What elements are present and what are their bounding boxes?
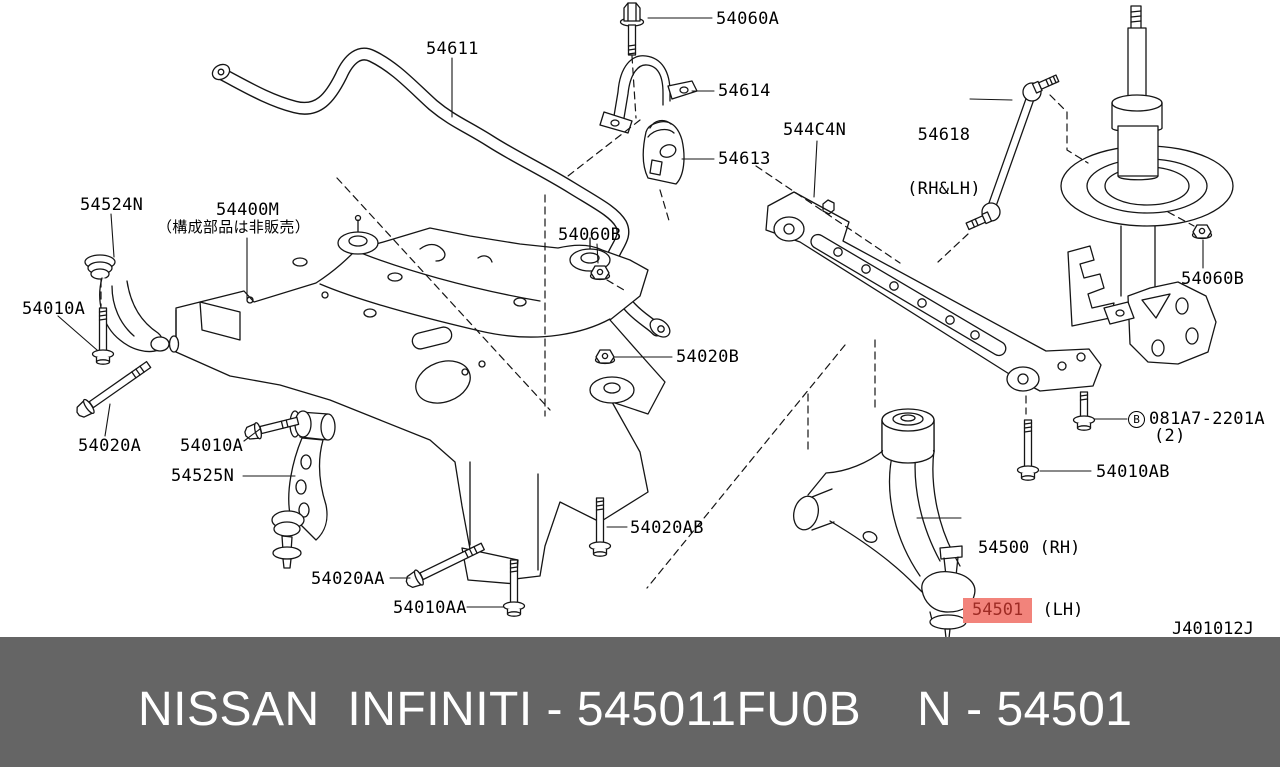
footer-brand-part: NISSAN INFINITI - 545011FU0B (138, 682, 862, 736)
part-label-54010AB[interactable]: 54010AB (1096, 462, 1170, 482)
nut-54020B-drawing (594, 349, 616, 365)
part-label-54020AA[interactable]: 54020AA (311, 569, 385, 589)
footer-bar: NISSAN INFINITI - 545011FU0B N - 54501 (0, 637, 1280, 767)
bolt-54060A-drawing (619, 2, 645, 56)
part-number-54500: 54500 (978, 538, 1030, 558)
part-label-54618-note: (RH&LH) (907, 179, 981, 199)
part-label-54010AA[interactable]: 54010AA (393, 598, 467, 618)
link-54525N-drawing (271, 410, 336, 569)
part-label-54010A-right[interactable]: 54010A (180, 436, 244, 456)
side-lh: (LH) (1042, 600, 1084, 620)
bolt-54020A-drawing (76, 360, 152, 418)
footer-text: NISSAN INFINITI - 545011FU0B N - 54501 (0, 668, 1132, 737)
part-label-54020A[interactable]: 54020A (78, 436, 142, 456)
part-label-54060A[interactable]: 54060A (716, 9, 780, 29)
part-label-54524N[interactable]: 54524N (80, 195, 144, 215)
bolt-54010A-left-drawing (91, 307, 115, 365)
part-label-54500-rh[interactable]: 54500 (RH) (963, 539, 1123, 565)
stabilizer-link-drawing (965, 74, 1060, 231)
leader-lines (57, 17, 1204, 608)
bolt-54020AA-drawing (405, 542, 485, 588)
nut-54060B-center-drawing (589, 265, 611, 281)
subframe-drawing (175, 214, 666, 585)
bolt-54020AB-drawing (588, 497, 612, 557)
part-label-54611[interactable]: 54611 (426, 39, 479, 59)
part-label-54020AB[interactable]: 54020AB (630, 518, 704, 538)
bolt-54010AB-drawing (1016, 419, 1040, 481)
circled-b-badge: B (1128, 411, 1145, 428)
part-label-54614[interactable]: 54614 (718, 81, 771, 101)
part-label-54525N[interactable]: 54525N (171, 466, 235, 486)
part-label-54060B-strut[interactable]: 54060B (1181, 269, 1245, 289)
part-label-54400M-note: （構成部品は非販売） (157, 218, 311, 236)
suspension-diagram (57, 2, 1234, 637)
alignment-dashes (100, 55, 1195, 589)
bolt-54010A-right-drawing (244, 416, 300, 440)
part-label-54010A-left[interactable]: 54010A (22, 299, 86, 319)
part-label-544C4N[interactable]: 544C4N (783, 120, 847, 140)
side-rh: (RH) (1039, 538, 1081, 558)
control-arm-drawing (793, 408, 976, 637)
part-label-081A7-qty: (2) (1154, 426, 1186, 446)
strut-assembly-drawing (1060, 5, 1234, 365)
bolt-54010AA-drawing (502, 559, 526, 617)
highlighted-part-number-54501[interactable]: 54501 (963, 598, 1033, 623)
footer-reference: N - 54501 (917, 682, 1133, 736)
part-label-54501-lh[interactable]: 54501 (LH) (963, 598, 1123, 627)
stabilizer-bracket-drawing (599, 55, 698, 134)
bolt-081A7-drawing (1072, 391, 1096, 431)
drawing-number: J401012J (1172, 619, 1254, 639)
nut-54060B-strut-drawing (1191, 224, 1213, 240)
cradle-bar-drawing (765, 191, 1102, 392)
link-54524N-drawing (84, 254, 180, 353)
part-label-54618-number: 54618 (917, 125, 971, 145)
part-label-54613[interactable]: 54613 (718, 149, 771, 169)
part-label-54020B[interactable]: 54020B (676, 347, 740, 367)
part-label-54618[interactable]: 54618 (RH&LH) (904, 90, 984, 216)
part-label-54400M[interactable]: 54400M (216, 200, 280, 220)
stabilizer-bushing-drawing (642, 119, 685, 185)
part-label-081A7-2201A[interactable]: 081A7-2201A (1149, 409, 1265, 429)
part-label-54060B-center[interactable]: 54060B (558, 225, 622, 245)
